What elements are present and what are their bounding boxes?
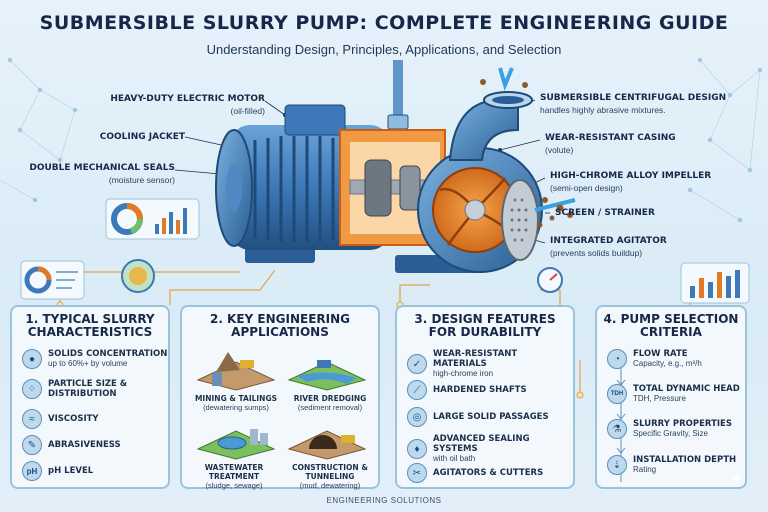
footer-text: ENGINEERING SOLUTIONS — [326, 496, 442, 505]
page-subtitle: Understanding Design, Principles, Applic… — [206, 42, 562, 57]
waves-icon: ≈ — [22, 409, 42, 429]
tdh-icon: TDH — [607, 384, 627, 404]
list-item: ≈ VISCOSITY — [22, 409, 99, 429]
gauge-icon: ◔ — [607, 349, 627, 369]
oil-drop-icon: ♦ — [407, 439, 427, 459]
list-item: ✎ ABRASIVENESS — [22, 435, 121, 455]
dashboard-widget-left — [20, 260, 85, 300]
callout-motor: HEAVY-DUTY ELECTRIC MOTOR (oil-filled) — [110, 94, 265, 116]
dashboard-widget-right — [680, 262, 750, 304]
discharge-outlet — [448, 99, 519, 161]
list-item: pH pH LEVEL — [22, 461, 93, 481]
app-dredging: RIVER DREDGING(sediment removal) — [293, 394, 367, 412]
list-item: ⁘ PARTICLE SIZE &DISTRIBUTION — [22, 379, 127, 399]
callout-impeller: HIGH-CHROME ALLOY IMPELLER (semi-open de… — [550, 171, 712, 193]
passage-icon: ◎ — [407, 407, 427, 427]
strainer-screen — [501, 179, 539, 261]
list-item: ⟋ HARDENED SHAFTS — [407, 380, 527, 400]
shaft-icon: ⟋ — [407, 380, 427, 400]
discharge-arrow — [480, 67, 528, 92]
callout-casing: WEAR-RESISTANT CASING (volute) — [545, 133, 676, 155]
dredging-illustration — [287, 360, 367, 391]
gauge-widget-icon — [537, 267, 563, 293]
list-item: ◎ LARGE SOLID PASSAGES — [407, 407, 549, 427]
mechanical-seal — [364, 159, 392, 217]
wrench-icon: ✎ — [22, 435, 42, 455]
callout-cooling-jacket: COOLING JACKET — [99, 132, 185, 142]
dashboard-widget-top — [105, 198, 200, 240]
depth-icon: ⇣ — [607, 455, 627, 475]
slurry-flow — [534, 197, 576, 228]
sparkle-icon: ✦ — [729, 469, 745, 489]
globe-icon — [121, 259, 155, 293]
flask-icon: ⚗ — [607, 419, 627, 439]
app-wastewater: WASTEWATER TREATMENT(sludge, sewage) — [204, 463, 264, 490]
ph-icon: pH — [22, 461, 42, 481]
callout-agitator: INTEGRATED AGITATOR (prevents solids bui… — [550, 236, 667, 258]
callout-centrifugal-design: SUBMERSIBLE CENTRIFUGAL DESIGN handles h… — [540, 93, 727, 115]
app-mining: MINING & TAILINGS(dewatering sumps) — [194, 394, 278, 412]
callout-seals: DOUBLE MECHANICAL SEALS (moisture sensor… — [29, 163, 175, 185]
callout-strainer: SCREEN / STRAINER — [555, 208, 655, 218]
page-title: SUBMERSIBLE SLURRY PUMP: COMPLETE ENGINE… — [39, 12, 729, 34]
mining-illustration — [196, 352, 276, 391]
pump-illustration — [215, 60, 576, 273]
list-item: ✂ AGITATORS & CUTTERS — [407, 463, 543, 483]
shield-check-icon: ✓ — [407, 354, 427, 374]
terminal-box — [284, 104, 346, 136]
droplets-icon: ● — [22, 349, 42, 369]
wastewater-illustration — [196, 429, 276, 460]
cable-pipe — [393, 60, 403, 120]
app-construction: CONSTRUCTION & TUNNELING(mud, dewatering… — [292, 463, 368, 490]
cutter-icon: ✂ — [407, 463, 427, 483]
particles-icon: ⁘ — [22, 379, 42, 399]
tunneling-illustration — [287, 430, 367, 460]
